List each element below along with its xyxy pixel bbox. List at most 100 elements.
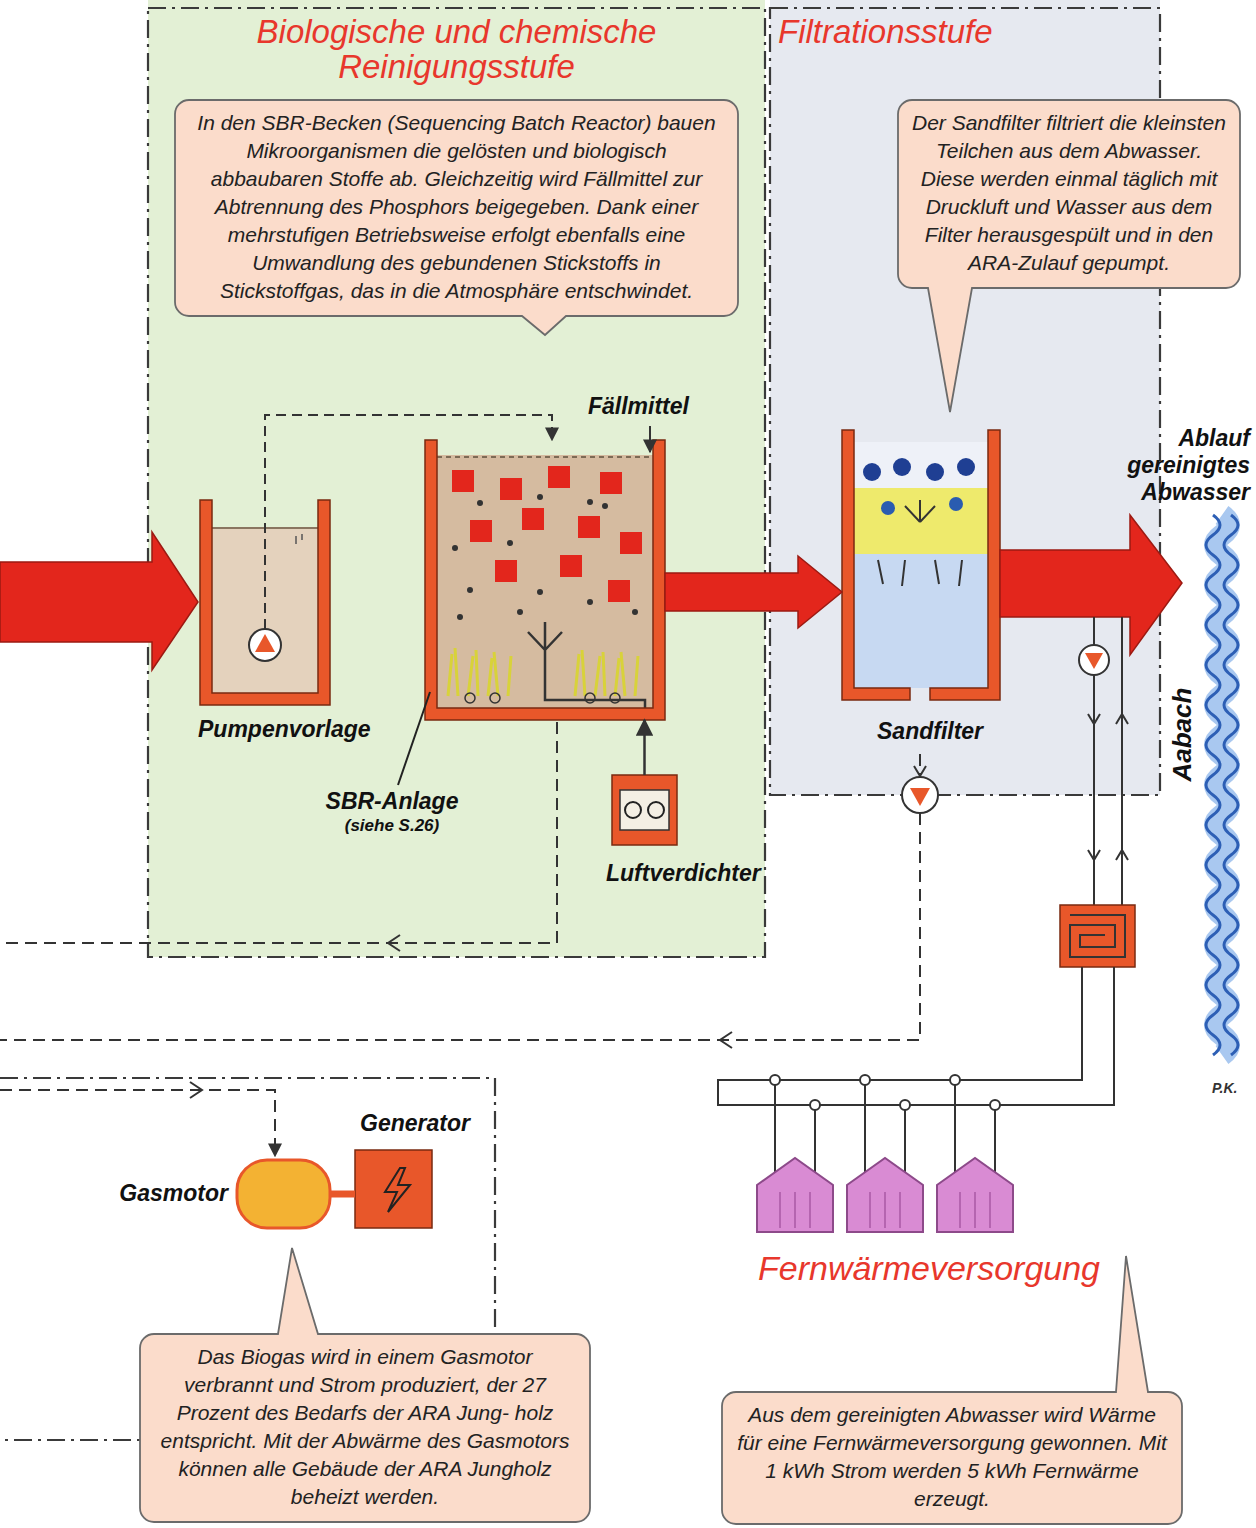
sand-filter [842,430,1000,700]
part-label: (siehe S.26) [312,816,472,836]
part-label: Pumpenvorlage [198,716,371,743]
river-label: Aabach [1167,688,1198,782]
sbr-tank [452,470,474,492]
district-heating-network [718,967,1114,1172]
sbr-tank [437,456,653,458]
district-heating-network [718,967,1114,1105]
region-fill [148,0,765,957]
precipitant-arrow [649,426,651,452]
sbr-tank [522,508,544,530]
part-label: Generator [360,1110,470,1137]
region-title-block: Filtrationsstufe [770,0,1160,49]
generator-symbol [385,1168,410,1212]
sbr-tank [452,494,638,620]
sbr-tank [585,693,595,703]
pump-tank [200,500,330,705]
sbr-tank [465,693,475,703]
region-title-block: Fernwärmeversorgung [758,1243,1138,1287]
house-symbol [757,1158,1013,1232]
pump-tank [200,500,330,705]
region-border [148,8,765,957]
sand-filter [957,458,975,476]
callout-outline [175,100,738,335]
gas-feed [0,1082,275,1156]
callout-text: Das Biogas wird in einem Gasmotor verbra… [154,1343,576,1511]
sbr-tank [620,532,642,554]
return-chevron [914,766,926,776]
part-label: Sandfilter [877,718,983,745]
backwash-pump [902,777,938,813]
sbr-tank [448,648,638,696]
sand-filter [881,501,895,515]
river [1215,515,1229,1055]
sand-filter [854,554,988,688]
callout-text-block: In den SBR-Becken (Sequencing Batch Reac… [175,100,738,316]
sbr-tank [578,516,600,538]
district-heating-network [770,1075,780,1085]
part-label-block: Gasmotor [119,1180,228,1207]
river [1224,515,1238,1055]
part-label-block: Pumpenvorlage [198,716,371,743]
drive-shaft [330,1191,355,1198]
heat-recovery [1060,905,1135,967]
signature: P.K. [1212,1080,1237,1097]
return-chevron [388,935,400,951]
return-line [0,722,557,943]
sbr-tank [470,520,492,542]
air-compressor [648,802,664,818]
part-label: Gasmotor [119,1180,228,1207]
callout-text-block: Der Sandfilter filtriert die kleinsten T… [898,100,1240,288]
generator-box: Generator [355,1150,432,1228]
district-heating-network [950,1075,960,1085]
district-heating-network [770,1075,1000,1110]
sand-filter [949,497,963,511]
air-compressor [612,775,677,845]
engine-box: Gasmotor [237,1160,330,1228]
callout-text: Der Sandfilter filtriert die kleinsten T… [912,109,1226,277]
district-heating-network [860,1075,870,1085]
pump-tank [249,629,281,661]
pump-tank: Pumpenvorlage [200,500,330,705]
district-heating-network [810,1100,820,1110]
callout-outline [898,100,1240,412]
outflow-arrow [1000,515,1182,655]
precipitant-arrow [650,426,651,452]
sand-filter [842,430,1000,700]
sbr-tank [437,455,653,708]
inflow-arrow [0,532,198,670]
input-label: Fällmittel [588,393,689,420]
region-title: Biologische und chemische Reinigungsstuf… [222,14,692,84]
callout-bubble: Aus dem gereinigten Abwasser wird Wärme … [722,1392,1182,1524]
callout-outline [722,1256,1182,1524]
callout-text: In den SBR-Becken (Sequencing Batch Reac… [189,109,724,305]
region-title-block: Biologische und chemische Reinigungsstuf… [222,14,692,84]
river [1206,515,1238,1055]
sbr-tank [500,478,522,500]
filter-box: Sandfilter [842,430,1000,700]
sbr-tank [425,440,665,720]
sbr-tank [602,503,608,509]
heat-recovery [1079,645,1109,675]
section-heading: Fernwärmeversorgung [758,1243,1138,1287]
sbr-tank [452,545,458,551]
heat-recovery [1060,617,1135,967]
sbr-tank [632,609,638,615]
return-line [0,722,920,1040]
feed-line [265,415,552,500]
district-heating-network [900,1100,910,1110]
sbr-tank: SBR-Anlage(siehe S.26) [425,440,665,720]
sand-filter [893,458,911,476]
inflow-arrow [0,532,198,670]
leader-line [398,692,430,785]
sand-filter [854,442,988,488]
callout-bubble: Das Biogas wird in einem Gasmotor verbra… [140,1334,590,1522]
sbr-tank [587,499,593,505]
outlet-label: Ablauf gereinigtes Abwasser [1095,425,1250,506]
pump-tank [296,534,302,544]
region-title: Filtrationsstufe [778,14,1160,49]
sbr-tank [490,693,500,703]
heat-recovery [1085,653,1103,669]
heat-recovery [1070,915,1125,957]
outflow-arrow [1000,515,1182,655]
region-title: Fernwärmeversorgung [758,1249,1138,1287]
